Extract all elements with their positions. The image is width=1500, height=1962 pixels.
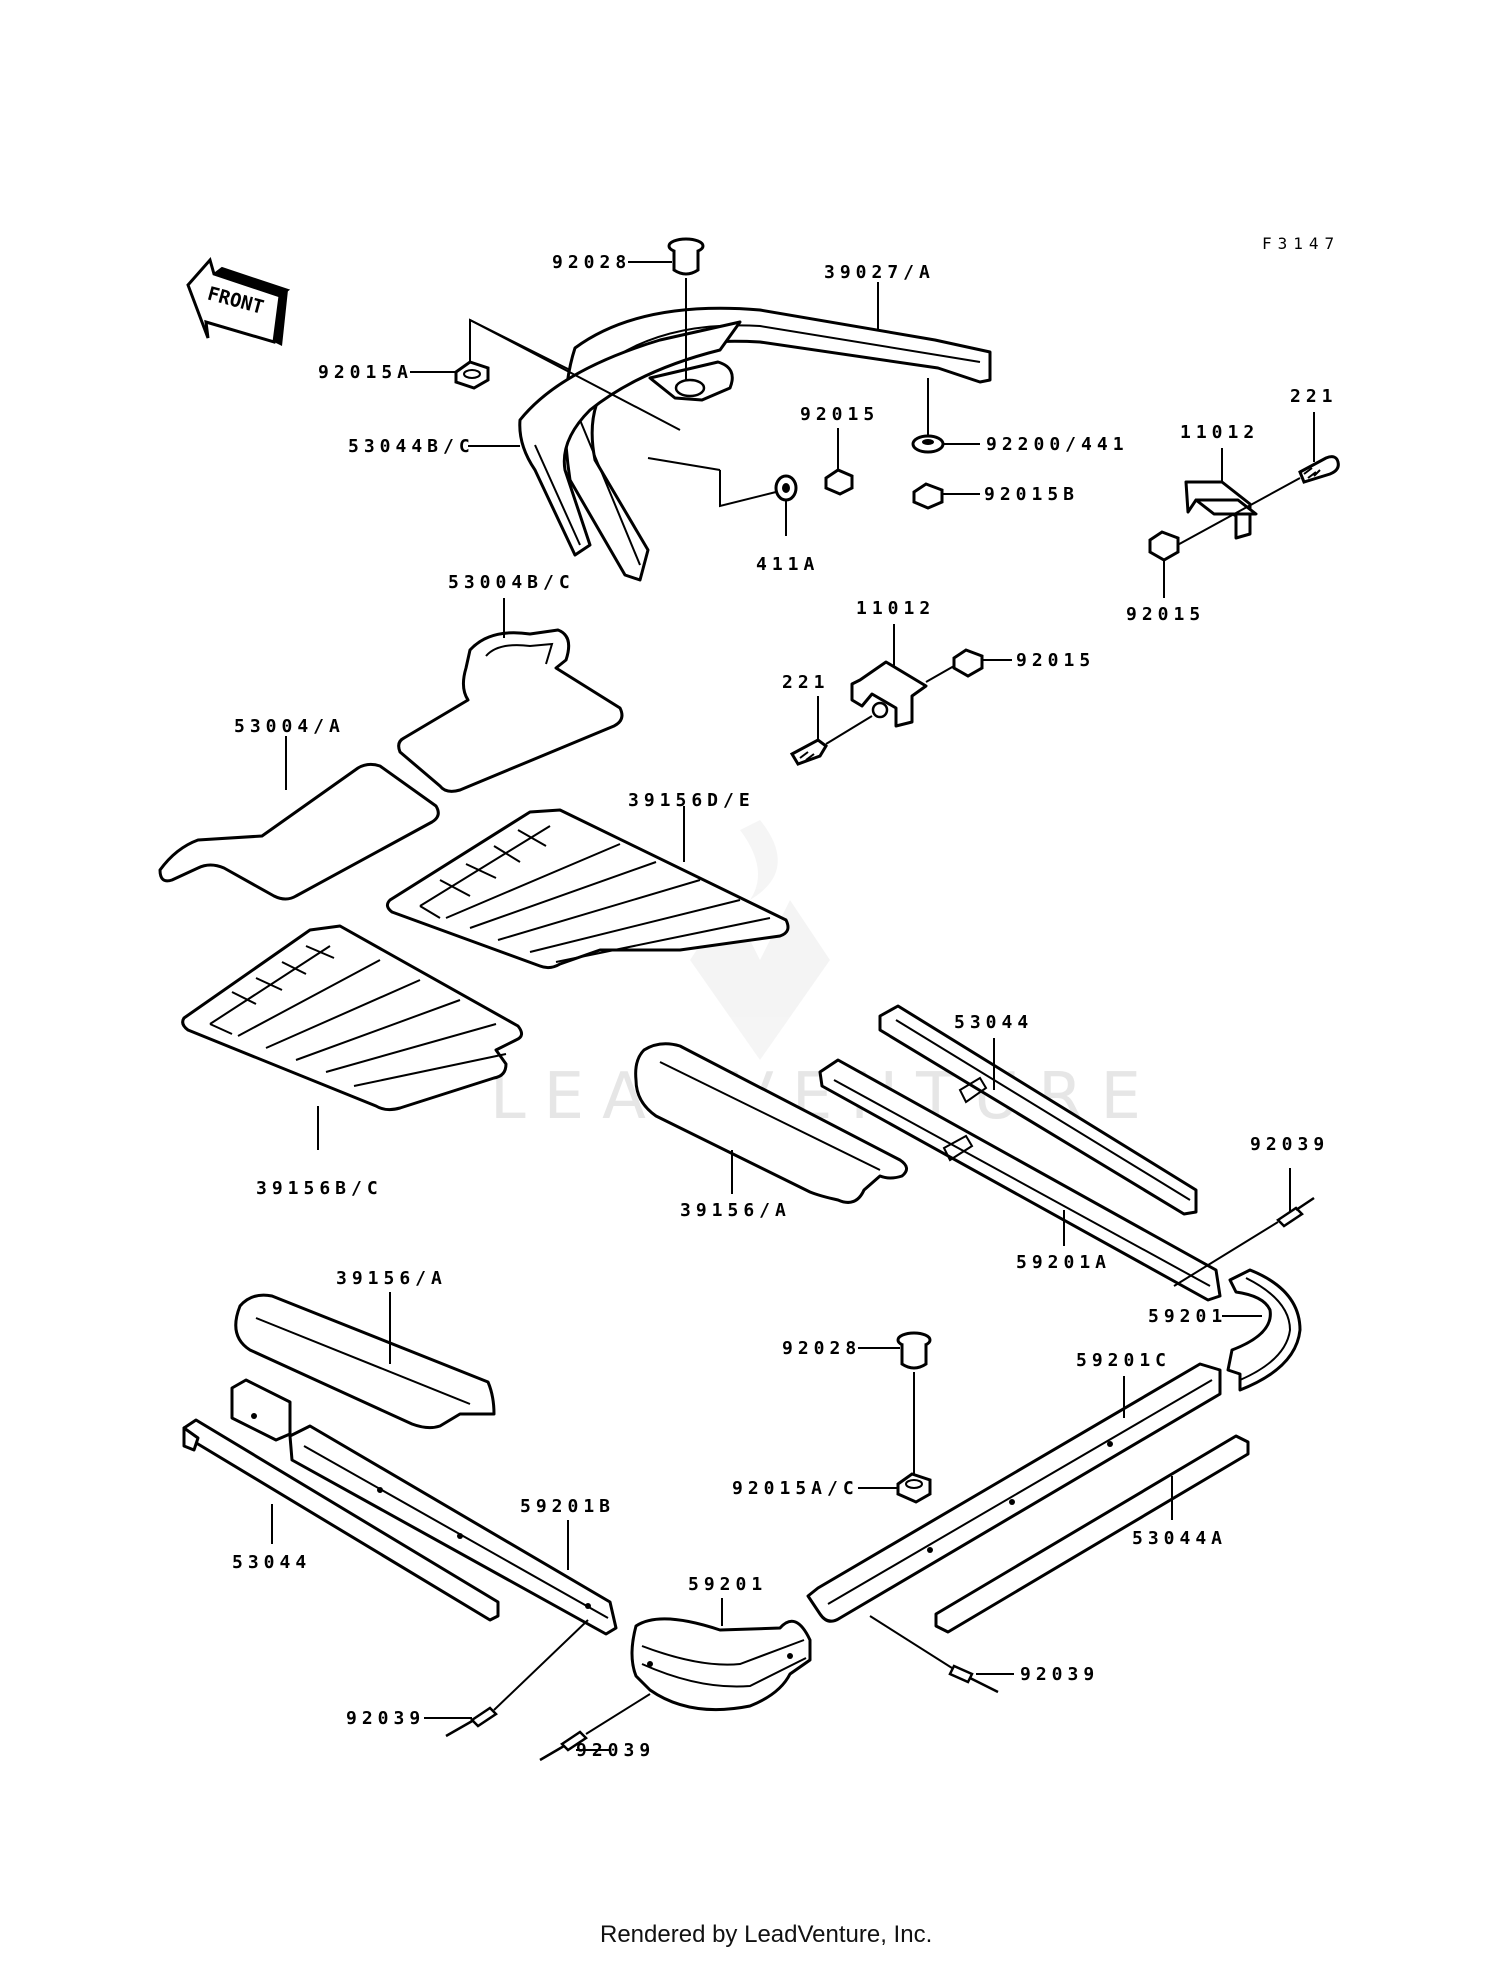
label-59201C: 59201C — [1076, 1350, 1171, 1371]
bracket-plate — [648, 360, 734, 402]
label-53004A: 53004/A — [234, 716, 345, 737]
plug-92028-low-icon — [896, 1331, 932, 1370]
corner-59201-right — [1226, 1268, 1302, 1392]
label-59201-right: 59201 — [1148, 1306, 1227, 1327]
label-411A: 411A — [756, 554, 819, 575]
label-59201-bottom: 59201 — [688, 1574, 767, 1595]
corner-59201-bottom — [630, 1617, 812, 1712]
label-92039-bottom: 92039 — [576, 1740, 655, 1761]
label-221-center: 221 — [782, 672, 830, 693]
label-92200-441: 92200/441 — [986, 434, 1129, 455]
floor-mat-39156DE — [385, 808, 790, 970]
label-59201A: 59201A — [1016, 1252, 1111, 1273]
front-arrow-icon: FRONT — [186, 256, 291, 346]
label-221-right: 221 — [1290, 386, 1338, 407]
nut-92015AC-icon — [896, 1472, 932, 1504]
rail-59201C — [806, 1362, 1222, 1623]
rivet-92039-bottomright-icon — [948, 1664, 999, 1694]
figure-code: F3147 — [1262, 234, 1340, 253]
label-92028-top: 92028 — [552, 252, 631, 273]
floor-mat-39156BC — [181, 924, 523, 1112]
rivet-92039-right-icon — [1276, 1196, 1315, 1228]
rivet-92039-bottom-icon — [539, 1730, 588, 1762]
cover-39156A-mid — [634, 1042, 908, 1204]
screw-221-center-icon — [789, 738, 828, 766]
rail-59201A — [818, 1058, 1222, 1302]
washer-92200-icon — [911, 434, 945, 454]
nut-92015A-icon — [454, 360, 490, 390]
rivet-92039-left-icon — [445, 1706, 498, 1738]
rail-59201B — [288, 1424, 618, 1636]
plug-92028-icon — [667, 237, 705, 276]
molding-53044-right — [878, 1004, 1198, 1216]
label-53004BC: 53004B/C — [448, 572, 575, 593]
nut-92015-right-icon — [1148, 530, 1180, 562]
label-92015A: 92015A — [318, 362, 413, 383]
label-53044A: 53044A — [1132, 1528, 1227, 1549]
label-11012-right: 11012 — [1180, 422, 1259, 443]
label-39156DE: 39156D/E — [628, 790, 755, 811]
label-53044-right: 53044 — [954, 1012, 1033, 1033]
mat-53004A — [158, 762, 440, 901]
molding-53044-left — [182, 1418, 500, 1622]
nut-92015B-icon — [912, 482, 944, 510]
label-11012-center: 11012 — [856, 598, 935, 619]
bracket-11012-center-icon — [850, 660, 928, 728]
screw-221-right-icon — [1298, 455, 1340, 484]
grip-53044 — [518, 320, 742, 557]
label-92028-low: 92028 — [782, 1338, 861, 1359]
nut-92015-center-icon — [952, 648, 984, 678]
label-92015AC: 92015A/C — [732, 1478, 859, 1499]
mat-53004BC — [397, 628, 624, 793]
cover-39156A-low — [234, 1293, 496, 1430]
molding-53044A — [934, 1434, 1250, 1634]
label-92039-right: 92039 — [1250, 1134, 1329, 1155]
label-92015-mid: 92015 — [800, 404, 879, 425]
footer-credit: Rendered by LeadVenture, Inc. — [600, 1921, 932, 1948]
label-92015-right: 92015 — [1126, 604, 1205, 625]
label-53044BC: 53044B/C — [348, 436, 475, 457]
nut-92015-mid-icon — [824, 468, 854, 496]
label-59201B: 59201B — [520, 1496, 615, 1517]
bracket-11012-right-icon — [1184, 480, 1258, 540]
label-92039-bottomright: 92039 — [1020, 1664, 1099, 1685]
label-53044-left: 53044 — [232, 1552, 311, 1573]
label-92015B: 92015B — [984, 484, 1079, 505]
label-39027A: 39027/A — [824, 262, 935, 283]
label-39156BC: 39156B/C — [256, 1178, 383, 1199]
washer-411A-icon — [774, 474, 798, 502]
label-92015-center: 92015 — [1016, 650, 1095, 671]
label-39156A-mid: 39156/A — [680, 1200, 791, 1221]
label-39156A-low: 39156/A — [336, 1268, 447, 1289]
label-92039-left: 92039 — [346, 1708, 425, 1729]
clip-block — [230, 1378, 292, 1442]
